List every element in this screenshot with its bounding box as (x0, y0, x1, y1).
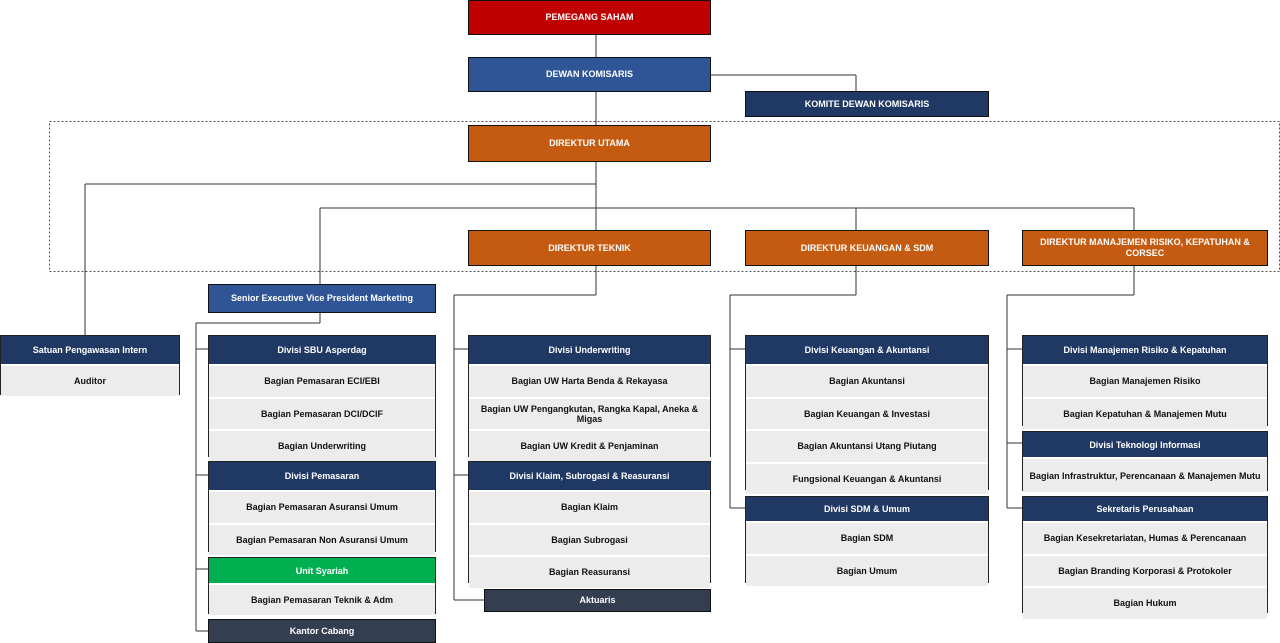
underwriting-item: Bagian UW Harta Benda & Rekayasa (469, 364, 710, 397)
keuangan-item: Fungsional Keuangan & Akuntansi (746, 461, 988, 494)
klaim-item: Bagian Reasuransi (469, 555, 710, 588)
sdm-title: Divisi SDM & Umum (746, 497, 988, 521)
pemasaran-item: Bagian Pemasaran Non Asuransi Umum (209, 522, 435, 555)
dewan-komisaris-box: DEWAN KOMISARIS (468, 57, 711, 92)
sdm-group: Divisi SDM & Umum Bagian SDM Bagian Umum (745, 496, 989, 586)
aktuaris-box: Aktuaris (484, 589, 711, 612)
sbu-asperdag-title: Divisi SBU Asperdag (209, 336, 435, 364)
sekretaris-perusahaan-title: Sekretaris Perusahaan (1023, 497, 1267, 521)
teknologi-informasi-item: Bagian Infrastruktur, Perencanaan & Mana… (1023, 457, 1267, 492)
sbu-asperdag-item: Bagian Pemasaran DCI/DCIF (209, 396, 435, 429)
kantor-cabang-box: Kantor Cabang (208, 619, 436, 643)
sekretaris-perusahaan-group: Sekretaris Perusahaan Bagian Kesekretari… (1022, 496, 1268, 619)
sbu-asperdag-group: Divisi SBU Asperdag Bagian Pemasaran ECI… (208, 335, 436, 462)
risiko-item: Bagian Kepatuhan & Manajemen Mutu (1023, 396, 1267, 429)
pemasaran-item: Bagian Pemasaran Asuransi Umum (209, 490, 435, 523)
sekretaris-perusahaan-item: Bagian Branding Korporasi & Protokoler (1023, 553, 1267, 586)
keuangan-group: Divisi Keuangan & Akuntansi Bagian Akunt… (745, 335, 989, 494)
unit-syariah-group: Unit Syariah Bagian Pemasaran Teknik & A… (208, 557, 436, 615)
klaim-item: Bagian Subrogasi (469, 522, 710, 555)
klaim-group: Divisi Klaim, Subrogasi & Reasuransi Bag… (468, 461, 711, 588)
sekretaris-perusahaan-item: Bagian Hukum (1023, 586, 1267, 619)
sdm-item: Bagian Umum (746, 553, 988, 586)
keuangan-item: Bagian Keuangan & Investasi (746, 396, 988, 429)
keuangan-title: Divisi Keuangan & Akuntansi (746, 336, 988, 364)
pemasaran-title: Divisi Pemasaran (209, 462, 435, 490)
keuangan-item: Bagian Akuntansi (746, 364, 988, 397)
direktur-risiko-box: DIREKTUR MANAJEMEN RISIKO, KEPATUHAN & C… (1022, 230, 1268, 266)
klaim-title: Divisi Klaim, Subrogasi & Reasuransi (469, 462, 710, 490)
sekretaris-perusahaan-item: Bagian Kesekretariatan, Humas & Perencan… (1023, 521, 1267, 554)
pemasaran-group: Divisi Pemasaran Bagian Pemasaran Asuran… (208, 461, 436, 555)
spi-group: Satuan Pengawasan Intern Auditor (0, 335, 180, 396)
direktur-keuangan-box: DIREKTUR KEUANGAN & SDM (745, 230, 989, 266)
risiko-title: Divisi Manajemen Risiko & Kepatuhan (1023, 336, 1267, 364)
sbu-asperdag-item: Bagian Underwriting (209, 429, 435, 462)
pemegang-saham-box: PEMEGANG SAHAM (468, 0, 711, 35)
underwriting-item: Bagian UW Pengangkutan, Rangka Kapal, An… (469, 396, 710, 429)
underwriting-group: Divisi Underwriting Bagian UW Harta Bend… (468, 335, 711, 462)
sbu-asperdag-item: Bagian Pemasaran ECI/EBI (209, 364, 435, 397)
underwriting-title: Divisi Underwriting (469, 336, 710, 364)
komite-dewan-komisaris-box: KOMITE DEWAN KOMISARIS (745, 91, 989, 117)
unit-syariah-item: Bagian Pemasaran Teknik & Adm (209, 583, 435, 615)
direktur-teknik-box: DIREKTUR TEKNIK (468, 230, 711, 266)
spi-title: Satuan Pengawasan Intern (1, 336, 179, 364)
risiko-item: Bagian Manajemen Risiko (1023, 364, 1267, 397)
unit-syariah-title: Unit Syariah (209, 558, 435, 583)
teknologi-informasi-group: Divisi Teknologi Informasi Bagian Infras… (1022, 431, 1268, 492)
direktur-utama-box: DIREKTUR UTAMA (468, 125, 711, 162)
keuangan-item: Bagian Akuntansi Utang Piutang (746, 429, 988, 462)
sdm-item: Bagian SDM (746, 521, 988, 554)
spi-item: Auditor (1, 364, 179, 396)
risiko-group: Divisi Manajemen Risiko & Kepatuhan Bagi… (1022, 335, 1268, 429)
klaim-item: Bagian Klaim (469, 490, 710, 523)
teknologi-informasi-title: Divisi Teknologi Informasi (1023, 432, 1267, 457)
underwriting-item: Bagian UW Kredit & Penjaminan (469, 429, 710, 462)
sevp-marketing-box: Senior Executive Vice President Marketin… (208, 284, 436, 313)
